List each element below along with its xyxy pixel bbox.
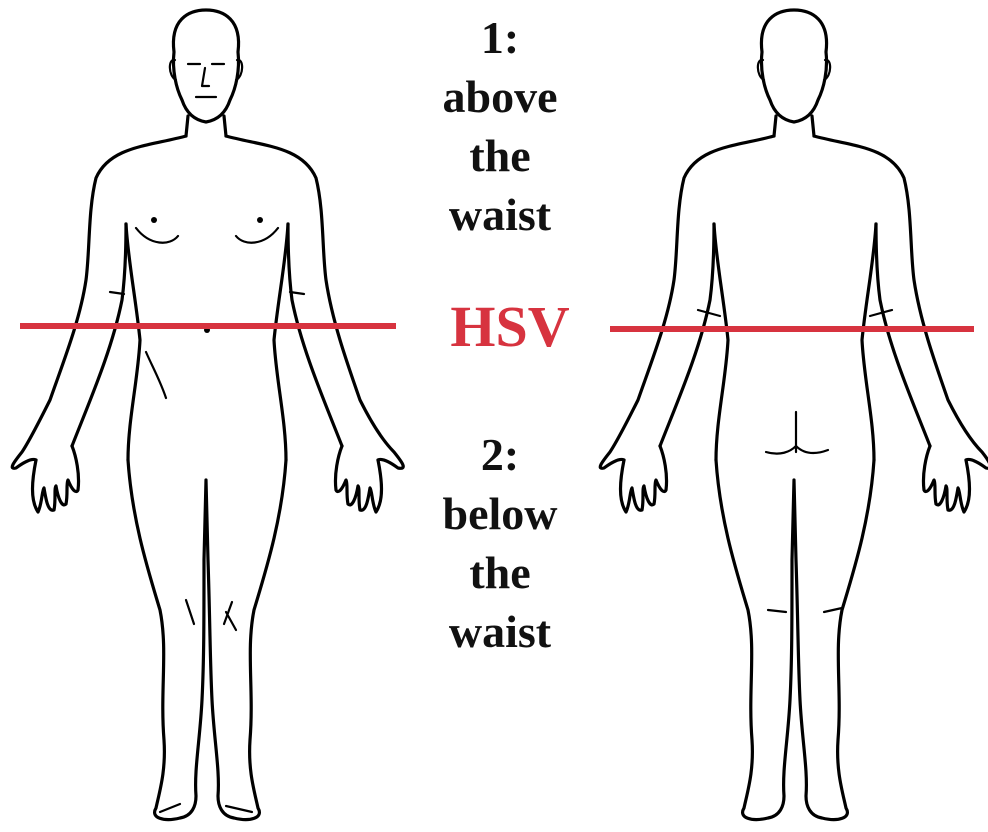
front-head — [173, 10, 238, 122]
back-body-figure — [600, 10, 988, 820]
below-the: the — [410, 543, 590, 602]
back-legs — [716, 460, 874, 820]
below-waist: waist — [410, 602, 590, 661]
above-number: 1: — [410, 8, 590, 67]
back-right-hand — [923, 446, 969, 512]
front-right-hand — [335, 446, 381, 512]
front-torso — [12, 136, 403, 468]
below-number: 2: — [410, 425, 590, 484]
back-head — [761, 10, 826, 122]
front-legs — [128, 460, 286, 820]
front-body-figure — [12, 10, 403, 820]
above-word: above — [410, 67, 590, 126]
front-left-hand — [33, 446, 79, 512]
front-chest — [136, 228, 278, 243]
below-word: below — [410, 484, 590, 543]
above-waist-label: 1: above the waist — [410, 8, 590, 244]
back-torso — [600, 136, 988, 468]
above-the: the — [410, 126, 590, 185]
above-waist: waist — [410, 185, 590, 244]
hsv-label: HSV — [410, 292, 610, 362]
below-waist-label: 2: below the waist — [410, 425, 590, 661]
back-left-hand — [621, 446, 667, 512]
